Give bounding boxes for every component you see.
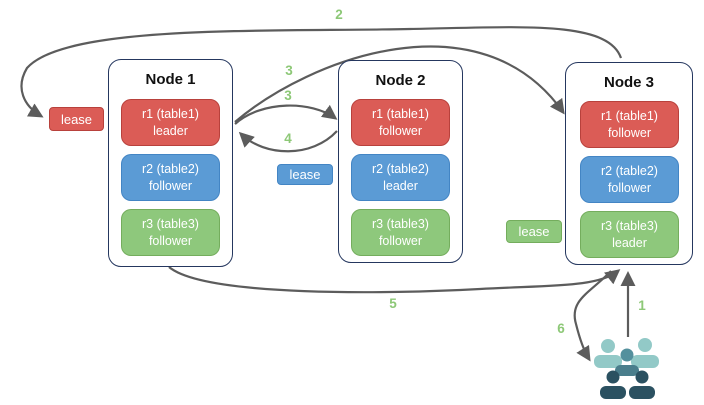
replica-name: r3 (table3) (142, 217, 199, 231)
replica-role: follower (378, 233, 423, 248)
users-group-icon (594, 338, 659, 399)
node3-replica-r3: r3 (table3) leader (580, 211, 679, 258)
replica-name: r1 (table1) (601, 109, 658, 123)
node-1-title: Node 1 (145, 71, 196, 88)
node-1-box: Node 1 r1 (table1) leader r2 (table2) fo… (108, 59, 233, 267)
node-2-title: Node 2 (375, 72, 426, 89)
arrow-step5-node1-to-node3 (168, 266, 621, 294)
step-label-5: 5 (389, 296, 397, 311)
replica-role: follower (607, 180, 652, 195)
replica-name: r2 (table2) (601, 164, 658, 178)
node2-replica-r2: r2 (table2) leader (351, 154, 450, 201)
replica-role: follower (378, 123, 423, 138)
step-label-6: 6 (557, 321, 565, 336)
replica-role: follower (607, 125, 652, 140)
lease-badge-red: lease (49, 107, 104, 131)
replica-role: follower (148, 178, 193, 193)
lease-badge-blue: lease (277, 164, 333, 185)
step-label-2: 2 (335, 7, 343, 22)
step-label-4: 4 (284, 131, 292, 146)
replica-name: r1 (table1) (142, 107, 199, 121)
node2-replica-r3: r3 (table3) follower (351, 209, 450, 256)
node-2-box: Node 2 r1 (table1) follower r2 (table2) … (338, 60, 463, 263)
arrow-step3-node1-to-node2 (234, 104, 338, 125)
node1-replica-r3: r3 (table3) follower (121, 209, 220, 256)
step-label-3b: 3 (284, 88, 292, 103)
replica-role: leader (612, 235, 647, 250)
replica-role: leader (383, 178, 418, 193)
node-3-title: Node 3 (603, 74, 654, 91)
replica-name: r1 (table1) (372, 107, 429, 121)
replica-name: r2 (table2) (372, 162, 429, 176)
node1-replica-r2: r2 (table2) follower (121, 154, 220, 201)
node1-replica-r1: r1 (table1) leader (121, 99, 220, 146)
arrow-step2-node3-to-lease1 (20, 26, 623, 118)
replica-role: follower (148, 233, 193, 248)
node2-replica-r1: r1 (table1) follower (351, 99, 450, 146)
arrow-step4-node2-to-node1 (238, 130, 338, 153)
replica-name: r2 (table2) (142, 162, 199, 176)
lease-badge-green: lease (506, 220, 562, 243)
node-3-box: Node 3 r1 (table1) follower r2 (table2) … (565, 62, 693, 265)
replica-role: leader (153, 123, 188, 138)
node3-replica-r2: r2 (table2) follower (580, 156, 679, 203)
node3-replica-r1: r1 (table1) follower (580, 101, 679, 148)
replica-name: r3 (table3) (601, 219, 658, 233)
arrow-step3-node1-to-node3 (234, 45, 565, 123)
arrow-step6-node3-to-users (573, 270, 612, 362)
step-label-3a: 3 (285, 63, 293, 78)
replica-name: r3 (table3) (372, 217, 429, 231)
step-label-1: 1 (638, 298, 646, 313)
